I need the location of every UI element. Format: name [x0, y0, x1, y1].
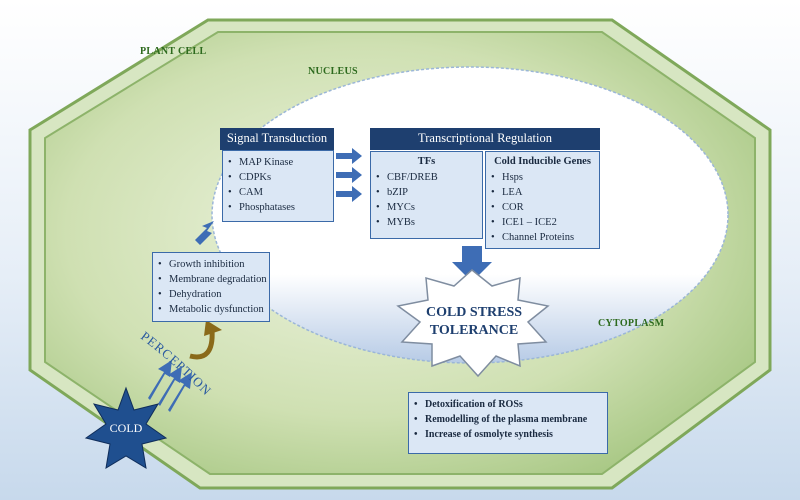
gene-item: Channel Proteins	[488, 230, 597, 245]
signal-item: CDPKs	[225, 170, 331, 185]
tfs-box: TFs CBF/DREB bZIP MYCs MYBs	[370, 151, 483, 239]
cold-star	[84, 386, 168, 469]
tolerance-burst	[396, 269, 550, 378]
gene-item: COR	[488, 200, 597, 215]
outcome-item: Detoxification of ROSs	[411, 397, 605, 412]
tfs-list: CBF/DREB bZIP MYCs MYBs	[373, 170, 480, 230]
perception-arrow-3	[168, 372, 192, 412]
perception-arrow-2	[158, 366, 182, 406]
tolerance-line-1: COLD STRESS	[425, 305, 523, 320]
gene-item: Hsps	[488, 170, 597, 185]
cold-effects-box: Growth inhibition Membrane degradation D…	[152, 252, 270, 322]
arrow-right-3	[336, 186, 362, 202]
plant-cell-label: PLANT CELL	[140, 46, 207, 57]
signal-arrows	[336, 148, 362, 202]
effects-list: Growth inhibition Membrane degradation D…	[155, 257, 267, 317]
transcriptional-regulation-header: Transcriptional Regulation	[370, 128, 600, 150]
nucleus-label: NUCLEUS	[308, 66, 358, 77]
tolerance-text: COLD STRESS TOLERANCE	[412, 304, 536, 340]
signal-item: CAM	[225, 185, 331, 200]
cold-label: COLD	[109, 421, 143, 435]
genes-title: Cold Inducible Genes	[494, 156, 591, 167]
outcome-item: Increase of osmolyte synthesis	[411, 427, 605, 442]
effect-item: Metabolic dysfunction	[155, 302, 267, 317]
tf-item: MYCs	[373, 200, 480, 215]
signal-transduction-header: Signal Transduction	[220, 128, 334, 150]
signal-item: Phosphatases	[225, 200, 331, 215]
tf-item: CBF/DREB	[373, 170, 480, 185]
effect-item: Growth inhibition	[155, 257, 267, 272]
perception-arrows	[148, 360, 192, 412]
effect-item: Membrane degradation	[155, 272, 267, 287]
arrow-right-1	[336, 148, 362, 164]
tolerance-line-2: TOLERANCE	[429, 323, 519, 338]
arrow-up-to-signal	[195, 221, 214, 245]
cold-genes-box: Cold Inducible Genes Hsps LEA COR ICE1 –…	[485, 151, 600, 249]
arrow-down-to-tolerance	[452, 246, 492, 282]
gene-item: ICE1 – ICE2	[488, 215, 597, 230]
signal-item: MAP Kinase	[225, 155, 331, 170]
genes-list: Hsps LEA COR ICE1 – ICE2 Channel Protein…	[488, 170, 597, 245]
effect-item: Dehydration	[155, 287, 267, 302]
perception-arrow-1	[148, 360, 172, 400]
outcomes-box: Detoxification of ROSs Remodelling of th…	[408, 392, 608, 454]
tf-item: bZIP	[373, 185, 480, 200]
arrow-right-2	[336, 167, 362, 183]
tfs-title: TFs	[417, 156, 436, 167]
cytoplasm-label: CYTOPLASM	[598, 318, 665, 329]
tf-item: MYBs	[373, 215, 480, 230]
outcomes-list: Detoxification of ROSs Remodelling of th…	[411, 397, 605, 442]
signal-transduction-box: MAP Kinase CDPKs CAM Phosphatases	[222, 150, 334, 222]
gene-item: LEA	[488, 185, 597, 200]
signal-list: MAP Kinase CDPKs CAM Phosphatases	[225, 155, 331, 215]
curved-arrow	[189, 329, 215, 360]
outcome-item: Remodelling of the plasma membrane	[411, 412, 605, 427]
curved-arrow-head	[204, 320, 222, 336]
